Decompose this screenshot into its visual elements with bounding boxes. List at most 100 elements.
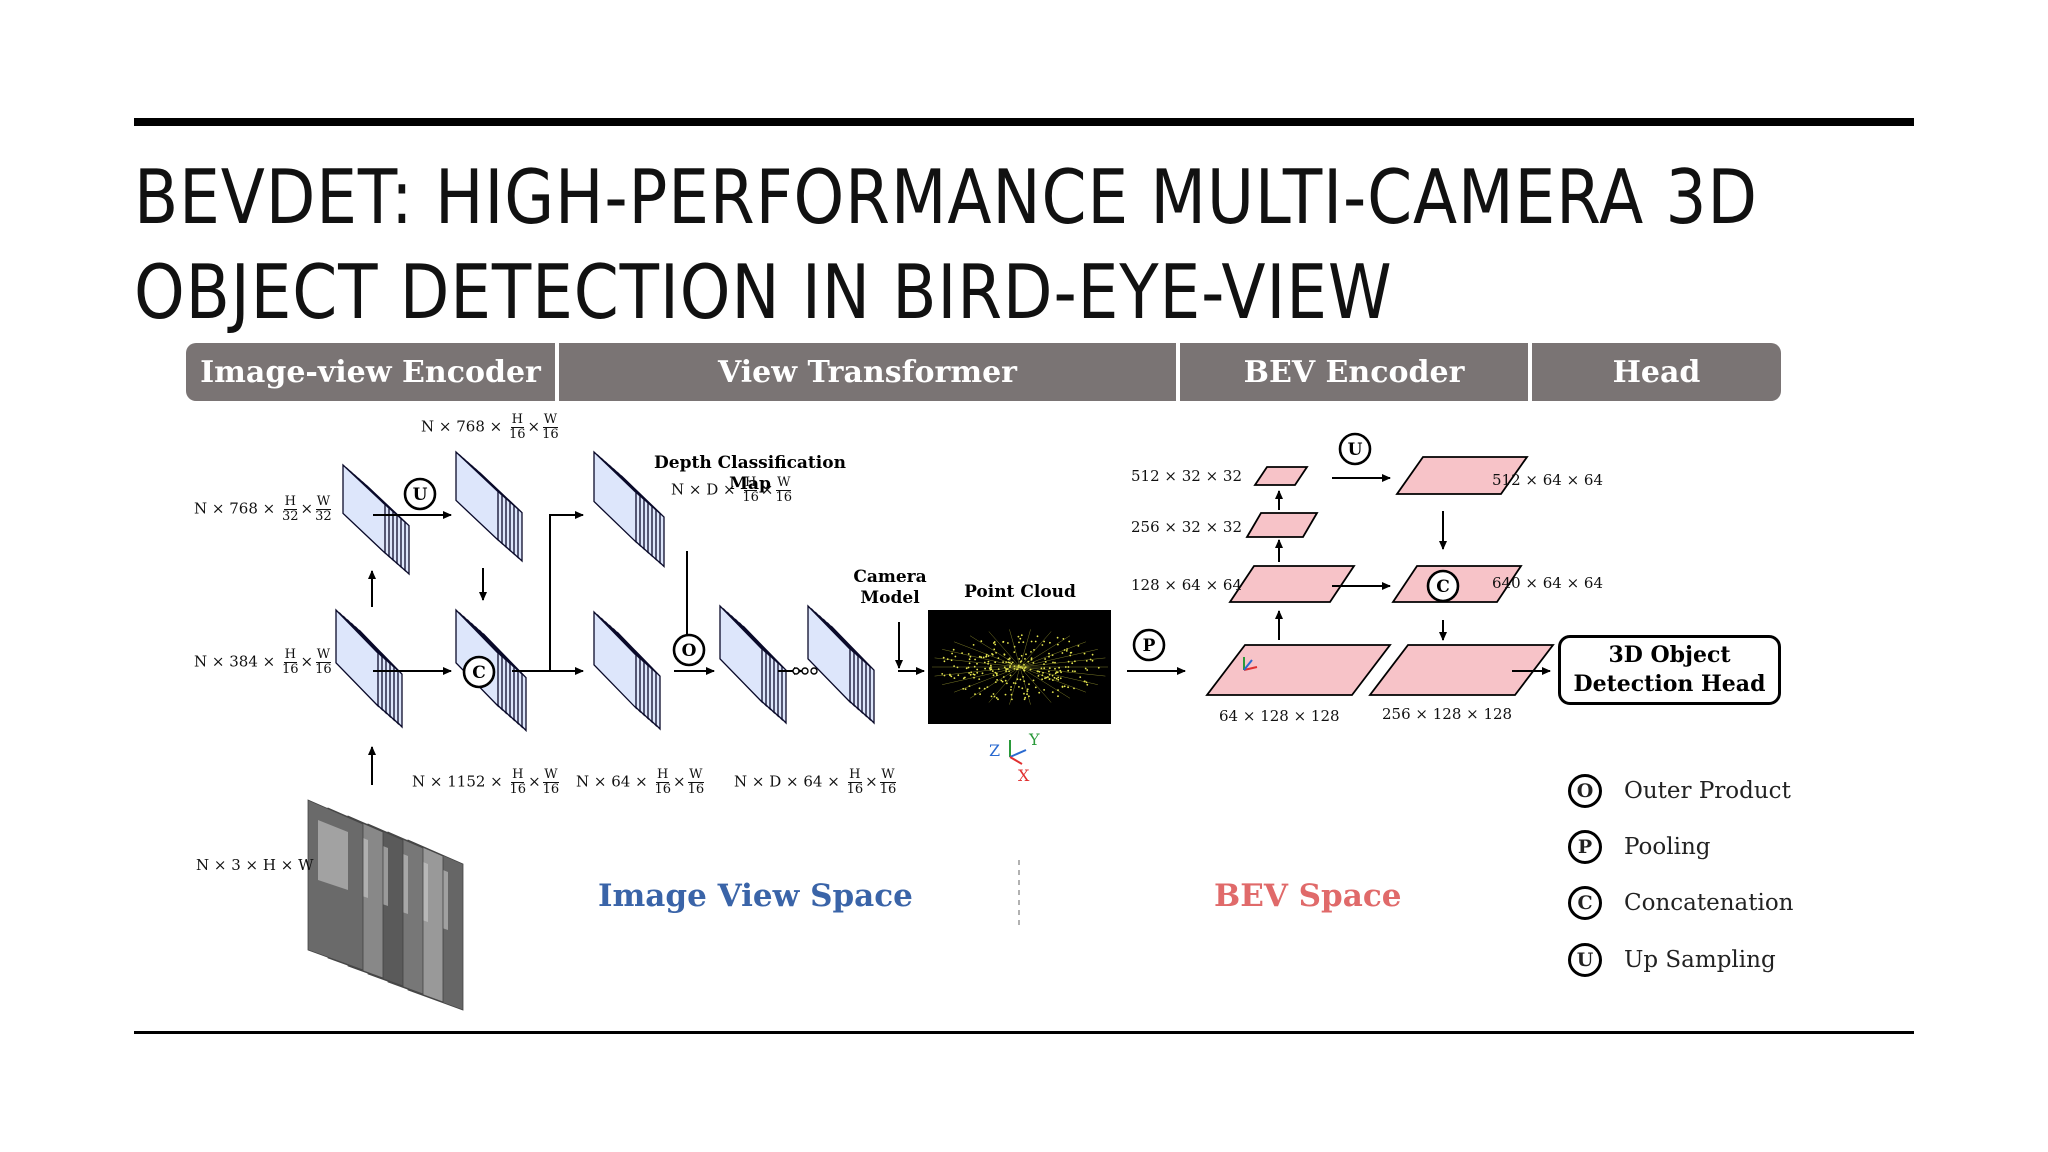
dim-num: W [315,494,332,510]
op-upsample-1-icon: U [403,477,437,511]
point-cloud-caption: Point Cloud [964,582,1076,602]
detection-head-box: 3D Object Detection Head [1558,635,1781,705]
bev-map-512x64x64 [1395,456,1529,495]
dim-bev-64-128: 64 × 128 × 128 [1219,707,1340,725]
op-concat-1-icon: C [462,655,496,689]
dim-den: 32 [281,509,299,524]
ellipsis-dot [792,667,800,675]
legend-concatenation: C Concatenation [1568,886,1794,920]
stage-header-image-view-encoder: Image-view Encoder [186,343,555,401]
bev-map-64x128x128 [1205,644,1392,696]
dim-num: H [510,412,524,428]
dim-num: W [543,767,559,783]
dim-den: 16 [315,662,332,677]
dim-prefix: N × 768 × [194,499,276,518]
dim-bev-256-128: 256 × 128 × 128 [1382,705,1513,723]
dim-num: W [776,475,792,491]
stage-header-head: Head [1532,343,1781,401]
op-pooling-label: P [1143,636,1156,656]
bev-map-512x32x32 [1253,466,1309,486]
dim-prefix: N × D × 64 × [734,772,840,791]
dim-num: W [688,767,704,783]
dim-den: 16 [846,782,864,797]
dim-input: N × 3 × H × W [196,856,314,874]
feature-stack-encoder-low [342,463,410,576]
bev-map-256x32x32 [1245,512,1319,538]
top-rule [134,118,1914,126]
camera-model-caption: Camera Model [845,567,935,609]
op-outer-product-icon: O [672,633,706,667]
legend-outer-product-label: Outer Product [1624,778,1791,804]
dim-den: 16 [654,782,671,797]
image-view-space-label: Image View Space [598,878,913,914]
dim-den: 32 [315,509,332,524]
axis-gizmo: Z Y X [989,730,1040,785]
dim-den: 16 [542,427,559,442]
legend-up-sampling-label: Up Sampling [1624,947,1776,973]
dim-prefix: N × D × [671,480,736,499]
dim-den: 16 [775,490,793,505]
op-outer-product-label: O [682,641,697,661]
dim-den: 16 [281,662,299,677]
dim-bev-512-32: 512 × 32 × 32 [1131,467,1243,485]
dim-num: H [283,494,297,510]
axis-y-label: Y [1028,730,1040,749]
dim-num: W [880,767,896,783]
stage-header-view-transformer: View Transformer [559,343,1176,401]
dim-num: H [848,767,862,783]
op-concat-1-label: C [472,663,486,683]
depth-map-caption: Depth Classification Map [654,453,846,494]
op-upsample-1-label: U [413,485,428,505]
legend-outer-product-icon: O [1568,774,1602,808]
op-upsample-2-icon: U [1338,432,1372,466]
flow-arrow [549,511,584,671]
dim-num: W [315,647,332,663]
op-pooling-icon: P [1132,628,1166,662]
camera-model-line-1: Camera [853,567,927,587]
camera-images [307,799,464,1011]
dim-prefix: N × 768 × [421,417,503,436]
dim-prefix: N × 1152 × [412,772,503,791]
title-line-1: BEVDET: HIGH-PERFORMANCE MULTI-CAMERA 3D [134,153,1758,241]
dim-den: 16 [879,782,897,797]
axis-x-label: X [1018,766,1030,785]
detection-head-line-2: Detection Head [1573,671,1766,697]
dim-den: 16 [542,782,560,797]
camera-model-line-2: Model [860,588,920,608]
bev-axis-mini [1243,657,1258,671]
bottom-rule [134,1031,1914,1034]
op-upsample-2-label: U [1348,440,1363,460]
legend-pooling-label: Pooling [1624,834,1711,860]
dim-den: 16 [742,490,759,505]
dim-prefix: N × 384 × [194,652,276,671]
stage-header-bev-encoder: BEV Encoder [1180,343,1528,401]
legend-up-sampling: U Up Sampling [1568,943,1776,977]
bev-map-128x64x64 [1228,565,1356,603]
dim-num: W [542,412,559,428]
dim-den: 16 [509,782,527,797]
feature-stack-upsampled [455,450,523,563]
op-concat-2-label: C [1436,577,1450,597]
legend-outer-product: O Outer Product [1568,774,1791,808]
feature-stack-context [593,610,661,731]
axis-z-label: Z [989,741,1000,760]
dim-num: H [511,767,525,783]
point-cloud-image [928,610,1111,724]
feature-stack-encoder-mid [335,608,403,729]
dim-num: H [283,647,297,663]
feature-stack-outer-b [807,604,875,725]
bev-space-label: BEV Space [1214,878,1402,914]
legend-pooling-icon: P [1568,830,1602,864]
legend-concatenation-icon: C [1568,886,1602,920]
bev-map-256x128x128 [1368,644,1555,696]
title-line-2: OBJECT DETECTION IN BIRD-EYE-VIEW [134,248,1393,336]
dim-bev-256-32: 256 × 32 × 32 [1131,518,1243,536]
dim-den: 16 [687,782,705,797]
